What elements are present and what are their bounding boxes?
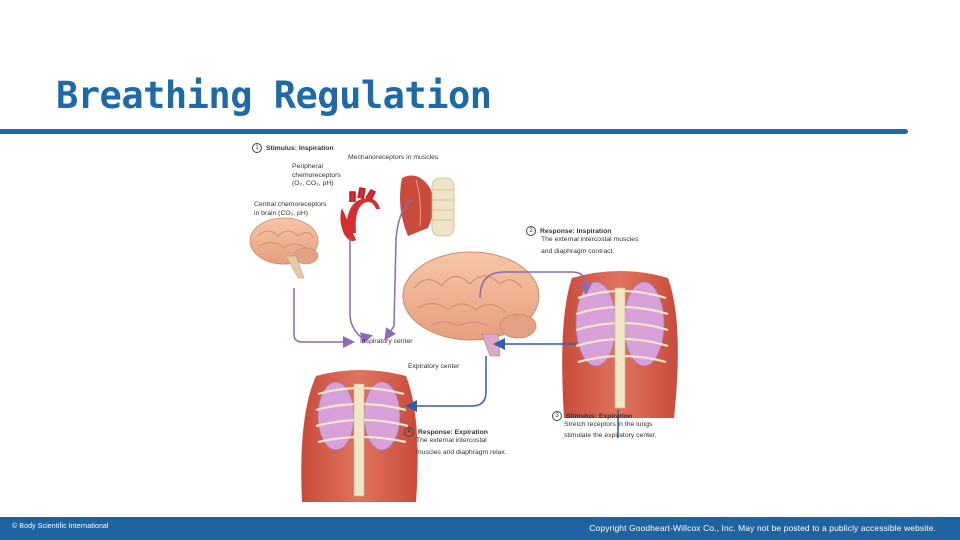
step2-title: Response: Inspiration [540,228,611,235]
step3-text-line-1: Stretch receptors in the lungs [564,421,657,430]
central-line-2: in brain (CO₂, pH) [254,210,327,219]
footer-bar: © Body Scientific International Copyrigh… [0,517,960,540]
neck-muscles-image [400,176,454,236]
step3-text-line-2: stimulate the expiratory center. [564,432,657,441]
large-brain-image [403,252,539,356]
title-underline [0,129,908,134]
breathing-regulation-diagram: 1 Stimulus: Inspiration Mechanoreceptors … [246,138,702,508]
aortic-arch-image [340,188,380,241]
step1-title: Stimulus: Inspiration [266,145,334,152]
step4-text-line-2: muscles and diaphragm relax. [416,449,507,458]
arrow-peripheral-to-inspiratory [350,238,370,338]
step3-label: 3 Stimulus: Expiration Stretch receptors … [552,411,657,440]
slide-title: Breathing Regulation [56,74,492,117]
step4-title: Response: Expiration [418,429,488,436]
arrow-central-to-inspiratory [294,288,352,342]
small-brain-image [250,218,318,278]
step1-number: 1 [252,143,262,153]
central-line-1: Central chemoreceptors [254,201,327,210]
peripheral-chemoreceptors-label: Peripheral chemoreceptors (O₂, CO₂, pH) [292,163,341,189]
step3-number: 3 [552,411,562,421]
peripheral-line-2: chemoreceptors [292,172,341,181]
step2-text-line-2: and diaphragm contract. [541,248,638,257]
step2-label: 2 Response: Inspiration The external inte… [526,226,638,256]
chest-expiration-image [301,370,417,502]
step4-text-line-1: The external intercostal [416,437,507,446]
step2-text-line-1: The external intercostal muscles [541,236,638,245]
peripheral-line-3: (O₂, CO₂, pH) [292,180,341,189]
chest-inspiration-image [562,271,678,418]
step4-label: 4 Response: Expiration The external inter… [404,427,507,457]
step3-title: Stimulus: Expiration [566,413,632,420]
step2-number: 2 [526,226,536,236]
central-chemoreceptors-label: Central chemoreceptors in brain (CO₂, pH… [254,201,327,218]
step4-number: 4 [404,427,414,437]
mechanoreceptors-label: Mechanoreceptors in muscles [348,154,438,163]
expiratory-center-label: Expiratory center [408,363,459,372]
peripheral-line-1: Peripheral [292,163,341,172]
step1-label: 1 Stimulus: Inspiration [252,143,334,153]
footer-copyright: Copyright Goodheart-Willcox Co., Inc. Ma… [589,523,936,533]
footer-credit: © Body Scientific International [12,523,109,530]
inspiratory-center-label: Inspiratory center [360,338,413,347]
